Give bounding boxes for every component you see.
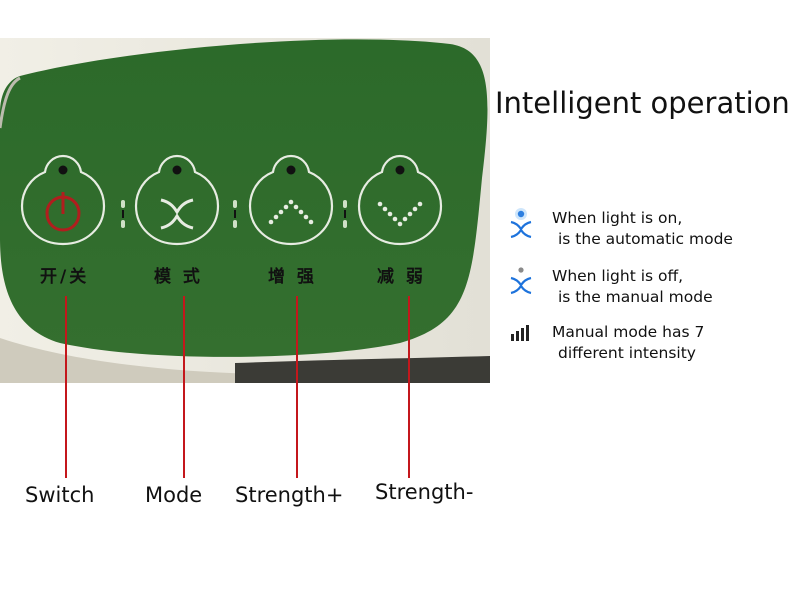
control-panel-photo xyxy=(0,38,490,383)
indicator-leds xyxy=(121,200,347,228)
signal-bars-icon xyxy=(508,322,534,348)
leader-line-strength-up xyxy=(296,296,298,478)
leader-line-strength-down xyxy=(408,296,410,478)
leader-line-mode xyxy=(183,296,185,478)
legend-text-manual-line1: When light is off, xyxy=(552,267,684,285)
key-label-strength-up: 增 强 xyxy=(268,267,317,287)
legend-text-intensity-line2: different intensity xyxy=(558,344,696,362)
caption-strength-down: Strength- xyxy=(375,480,474,504)
legend-text-auto-line2: is the automatic mode xyxy=(558,230,733,248)
legend-text-manual-line2: is the manual mode xyxy=(558,288,713,306)
mode-light-on-icon xyxy=(508,208,534,239)
legend-text-auto-line1: When light is on, xyxy=(552,209,683,227)
mode-light-off-icon xyxy=(508,266,534,295)
caption-strength-up: Strength+ xyxy=(235,483,344,507)
key-mode[interactable] xyxy=(134,152,220,248)
caption-switch: Switch xyxy=(25,483,95,507)
legend-text-intensity-line1: Manual mode has 7 xyxy=(552,323,705,341)
key-label-power: 开/关 xyxy=(40,267,90,287)
key-label-strength-down: 减 弱 xyxy=(377,267,426,287)
key-strength-up[interactable] xyxy=(248,152,334,248)
caption-mode: Mode xyxy=(145,483,203,507)
page-title: Intelligent operation xyxy=(495,86,790,120)
key-strength-down[interactable] xyxy=(357,152,443,248)
key-power[interactable] xyxy=(20,152,106,248)
leader-line-switch xyxy=(65,296,67,478)
key-label-mode: 模 式 xyxy=(154,267,203,287)
